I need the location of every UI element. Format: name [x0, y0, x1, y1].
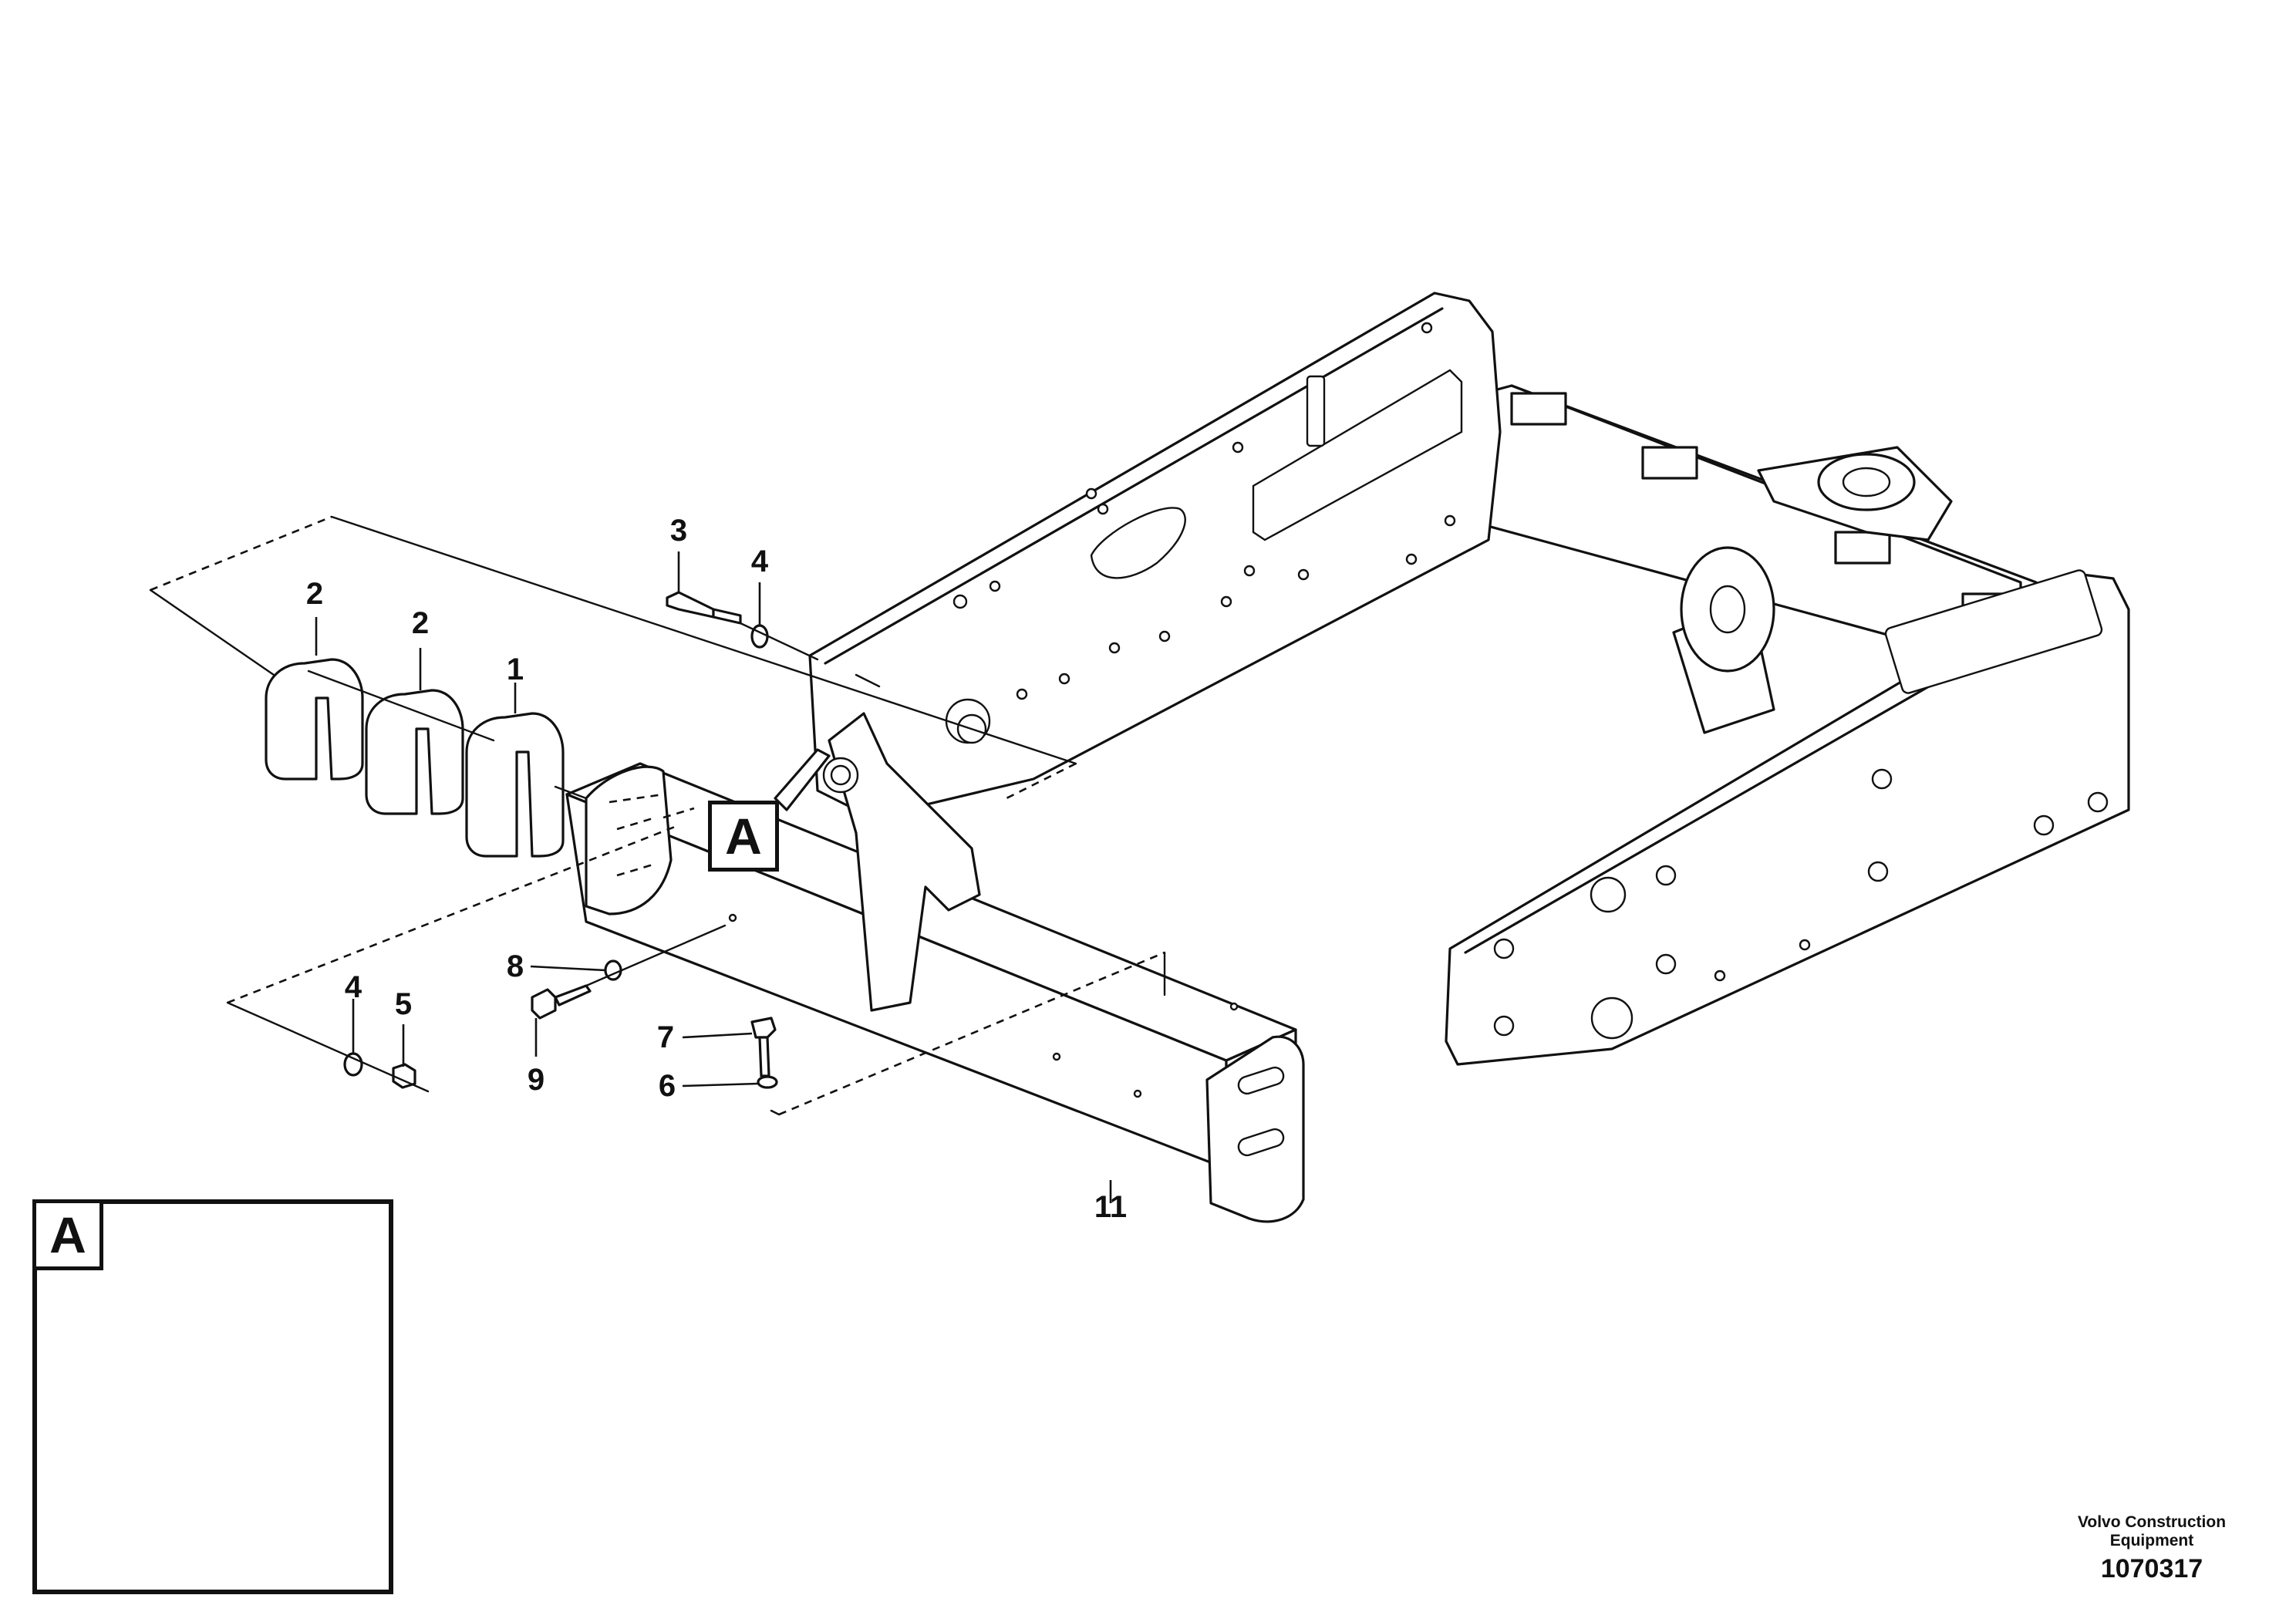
callout-9: 9 — [527, 1063, 545, 1097]
callout-2-right: 2 — [411, 606, 430, 640]
callout-2-left: 2 — [305, 577, 324, 611]
callout-5: 5 — [394, 987, 413, 1021]
frame-assembly — [808, 292, 2130, 1066]
brand-line-2: Equipment — [2109, 1532, 2194, 1549]
drawing-number: 1070317 — [2100, 1554, 2203, 1583]
callout-3: 3 — [669, 514, 688, 548]
detail-marker-a: A — [708, 801, 779, 872]
callout-11: 11 — [1094, 1190, 1128, 1224]
callout-4-lower: 4 — [344, 970, 362, 1004]
callout-7: 7 — [656, 1020, 675, 1054]
callout-6: 6 — [658, 1069, 676, 1103]
alignment-lines — [149, 515, 1166, 1116]
detail-a-label: A — [32, 1199, 103, 1270]
detail-a-frame: A — [32, 1199, 393, 1594]
drawing-footer: Volvo Construction Equipment 1070317 — [2036, 1513, 2267, 1584]
leader-lines — [315, 551, 1112, 1203]
callout-4-upper: 4 — [750, 545, 769, 578]
callout-1: 1 — [506, 653, 524, 686]
shims — [265, 658, 565, 858]
callout-8: 8 — [506, 949, 524, 983]
brand-line-1: Volvo Construction — [2077, 1513, 2227, 1531]
